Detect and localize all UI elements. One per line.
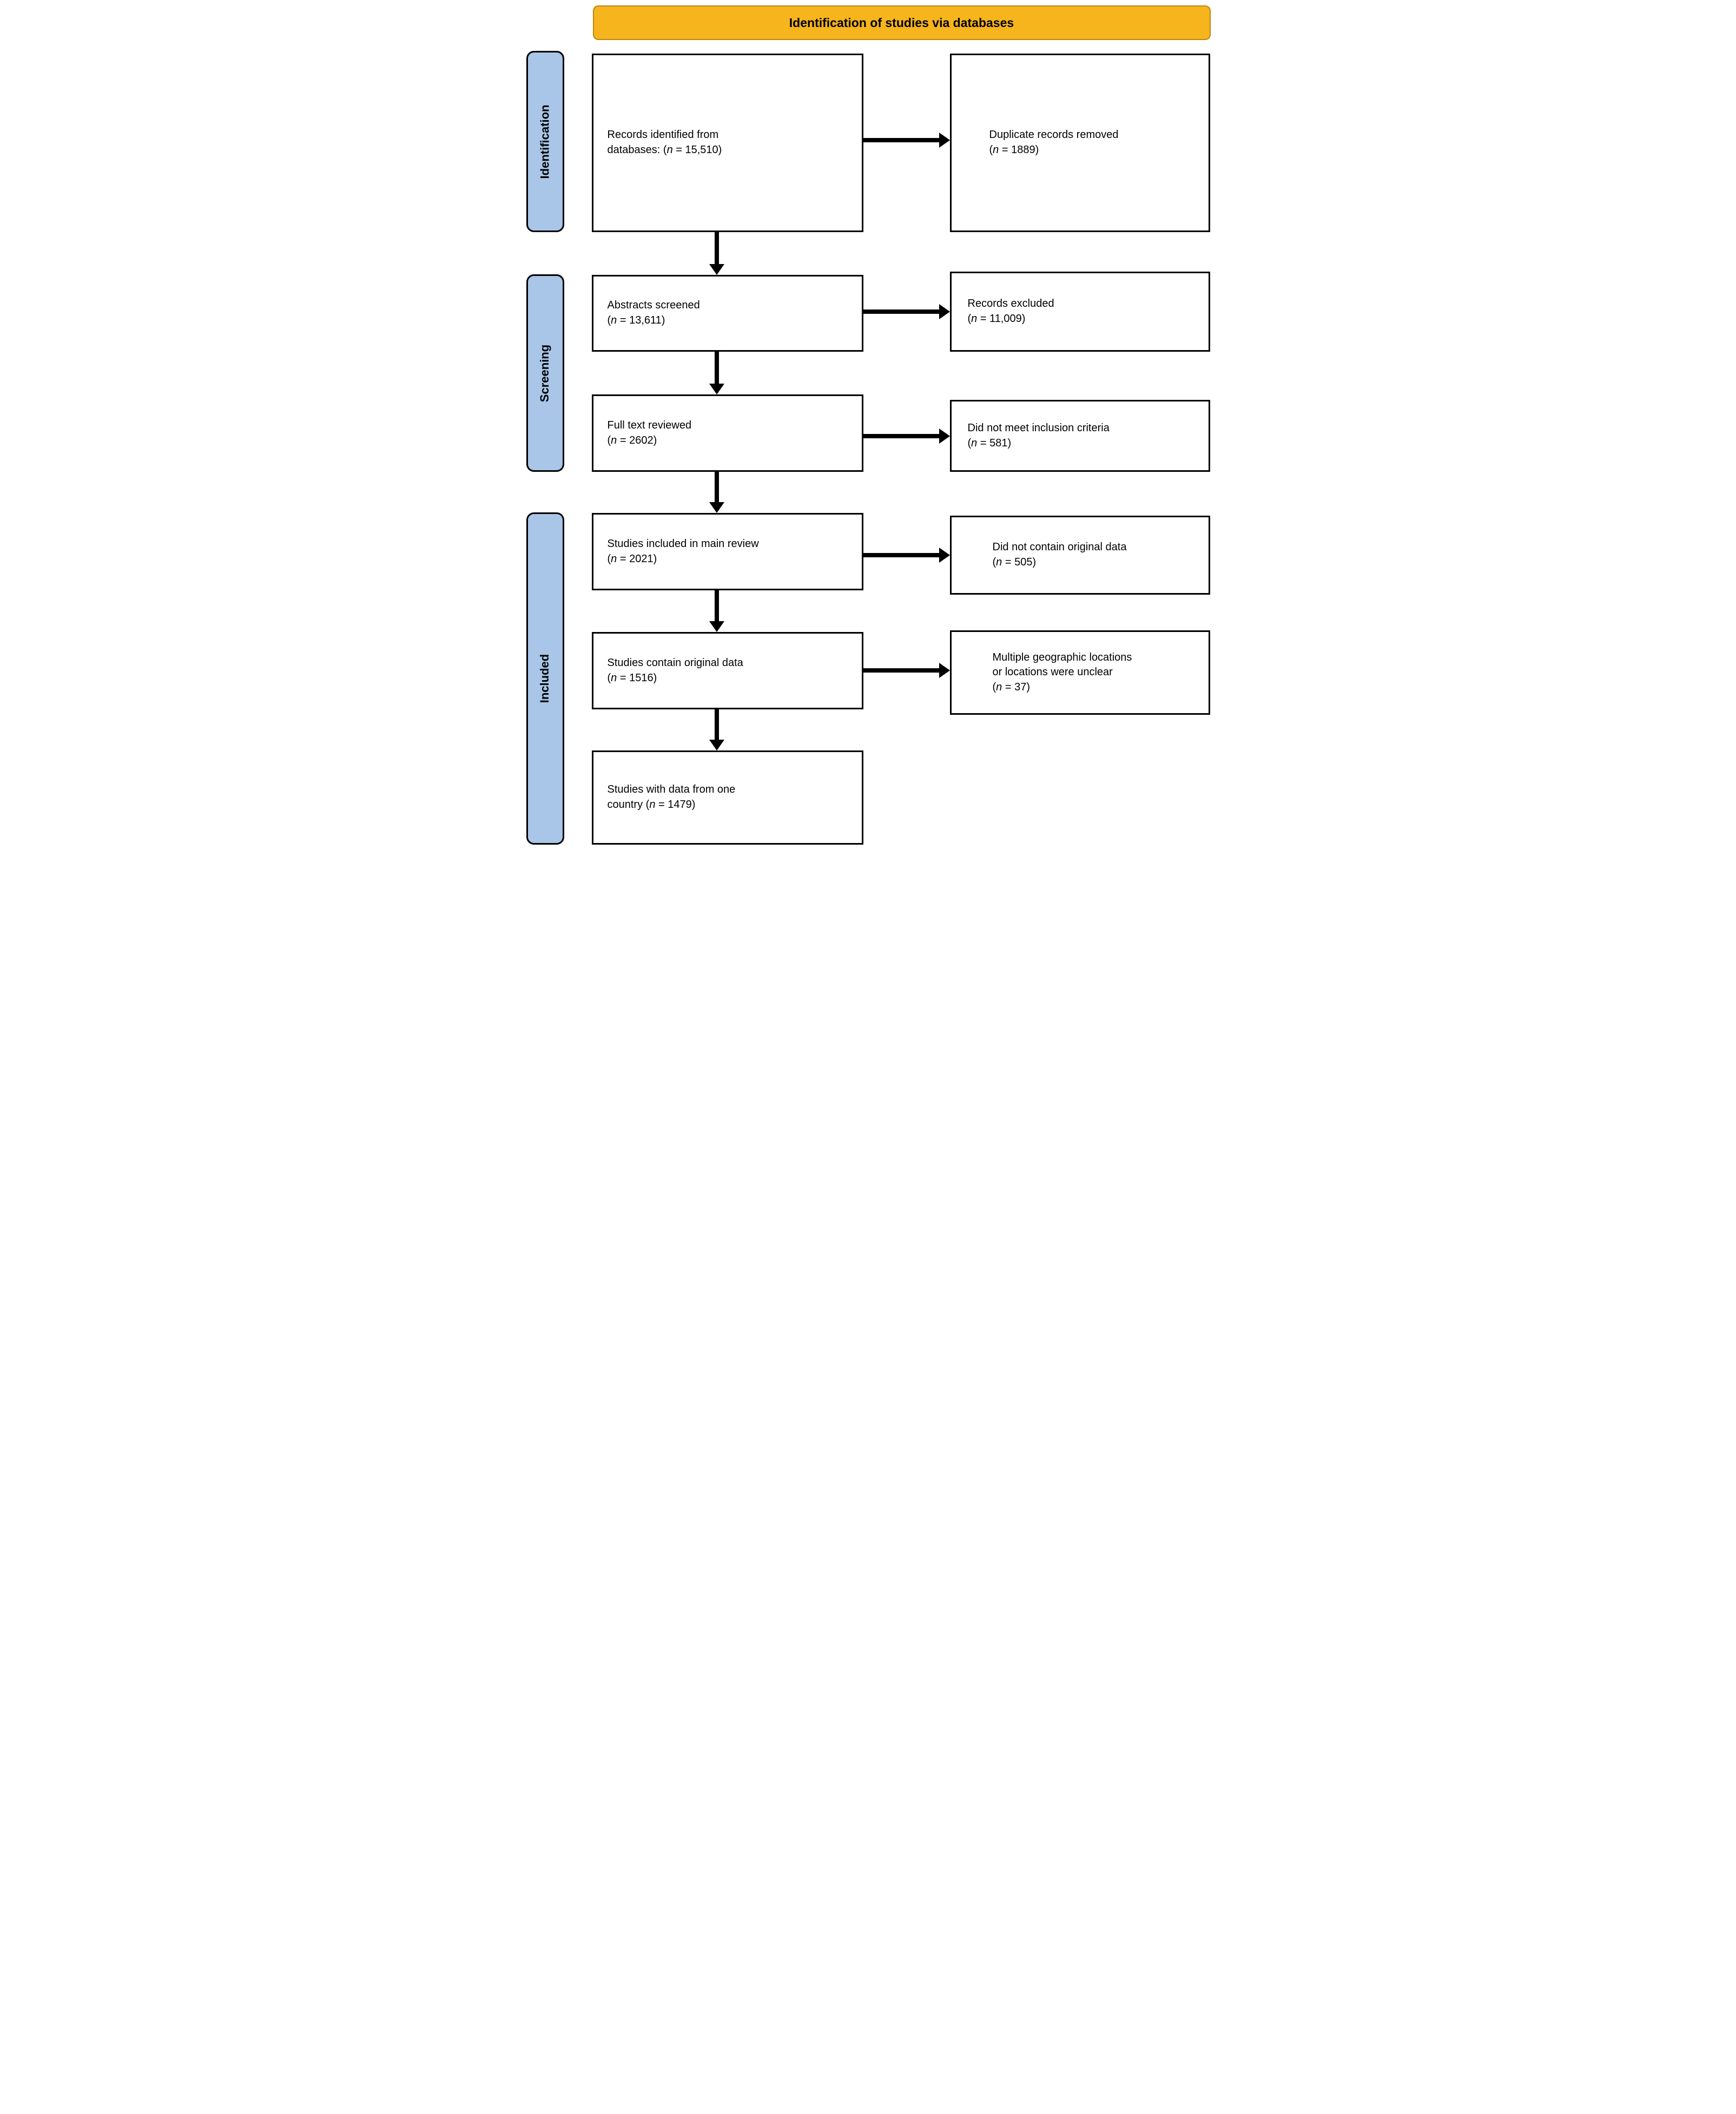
- arrow-down-identified-to-screened: [709, 232, 724, 275]
- prisma-flow-diagram: Identification of studies via databases …: [520, 0, 1216, 846]
- arrow-down-originaldata-to-onecountry: [709, 709, 724, 750]
- box-duplicates-removed: Duplicate records removed(n = 1889): [949, 54, 1210, 232]
- arrow-shaft: [714, 709, 719, 740]
- box-records-excluded-text: Records excluded(n = 11,009): [967, 298, 1054, 325]
- arrow-shaft: [714, 472, 719, 503]
- arrow-right-to-not-meet-criteria: [863, 429, 950, 444]
- stage-label-identification: Identification: [526, 51, 564, 232]
- box-included-main-review-text: Studies included in main review(n = 2021…: [607, 537, 759, 565]
- stage-label-identification-text: Identification: [538, 104, 552, 179]
- stage-label-screening-text: Screening: [538, 344, 552, 402]
- box-full-text-reviewed: Full text reviewed(n = 2602): [591, 394, 863, 472]
- arrow-shaft: [714, 590, 719, 622]
- arrow-head-icon: [939, 133, 950, 148]
- arrow-shaft: [863, 553, 940, 557]
- box-duplicates-removed-text: Duplicate records removed(n = 1889): [989, 129, 1119, 156]
- arrow-right-to-duplicates-removed: [863, 133, 950, 148]
- stage-label-included-text: Included: [538, 654, 552, 703]
- arrow-head-icon: [939, 548, 950, 563]
- box-full-text-reviewed-text: Full text reviewed(n = 2602): [607, 419, 692, 446]
- box-abstracts-screened: Abstracts screened(n = 13,611): [591, 275, 863, 352]
- arrow-head-icon: [709, 621, 724, 632]
- arrow-down-fulltext-to-mainreview: [709, 472, 724, 513]
- arrow-down-screened-to-fulltext: [709, 352, 724, 394]
- arrow-shaft: [863, 309, 940, 314]
- box-contain-original-data: Studies contain original data(n = 1516): [591, 632, 863, 709]
- arrow-shaft: [863, 138, 940, 142]
- arrow-right-to-no-original-data: [863, 548, 950, 563]
- box-no-original-data: Did not contain original data(n = 505): [949, 516, 1210, 595]
- stage-label-included: Included: [526, 512, 564, 845]
- arrow-head-icon: [709, 384, 724, 394]
- arrow-head-icon: [939, 304, 950, 319]
- arrow-head-icon: [939, 663, 950, 678]
- stage-label-screening: Screening: [526, 274, 564, 472]
- arrow-down-mainreview-to-originaldata: [709, 590, 724, 632]
- arrow-head-icon: [709, 264, 724, 275]
- box-contain-original-data-text: Studies contain original data(n = 1516): [607, 656, 743, 684]
- box-records-excluded: Records excluded(n = 11,009): [949, 272, 1210, 352]
- box-abstracts-screened-text: Abstracts screened(n = 13,611): [607, 299, 700, 326]
- arrow-shaft: [714, 352, 719, 384]
- arrow-shaft: [863, 434, 940, 438]
- arrow-shaft: [714, 232, 719, 265]
- box-not-meet-criteria-text: Did not meet inclusion criteria(n = 581): [967, 422, 1110, 449]
- arrow-shaft: [863, 668, 940, 673]
- box-not-meet-criteria: Did not meet inclusion criteria(n = 581): [949, 400, 1210, 472]
- arrow-head-icon: [709, 740, 724, 750]
- arrow-right-to-multiple-locations: [863, 663, 950, 678]
- arrow-head-icon: [709, 502, 724, 513]
- box-no-original-data-text: Did not contain original data(n = 505): [992, 541, 1127, 568]
- arrow-head-icon: [939, 429, 950, 444]
- banner-title: Identification of studies via databases: [592, 5, 1211, 40]
- box-included-main-review: Studies included in main review(n = 2021…: [591, 513, 863, 590]
- arrow-right-to-records-excluded: [863, 304, 950, 319]
